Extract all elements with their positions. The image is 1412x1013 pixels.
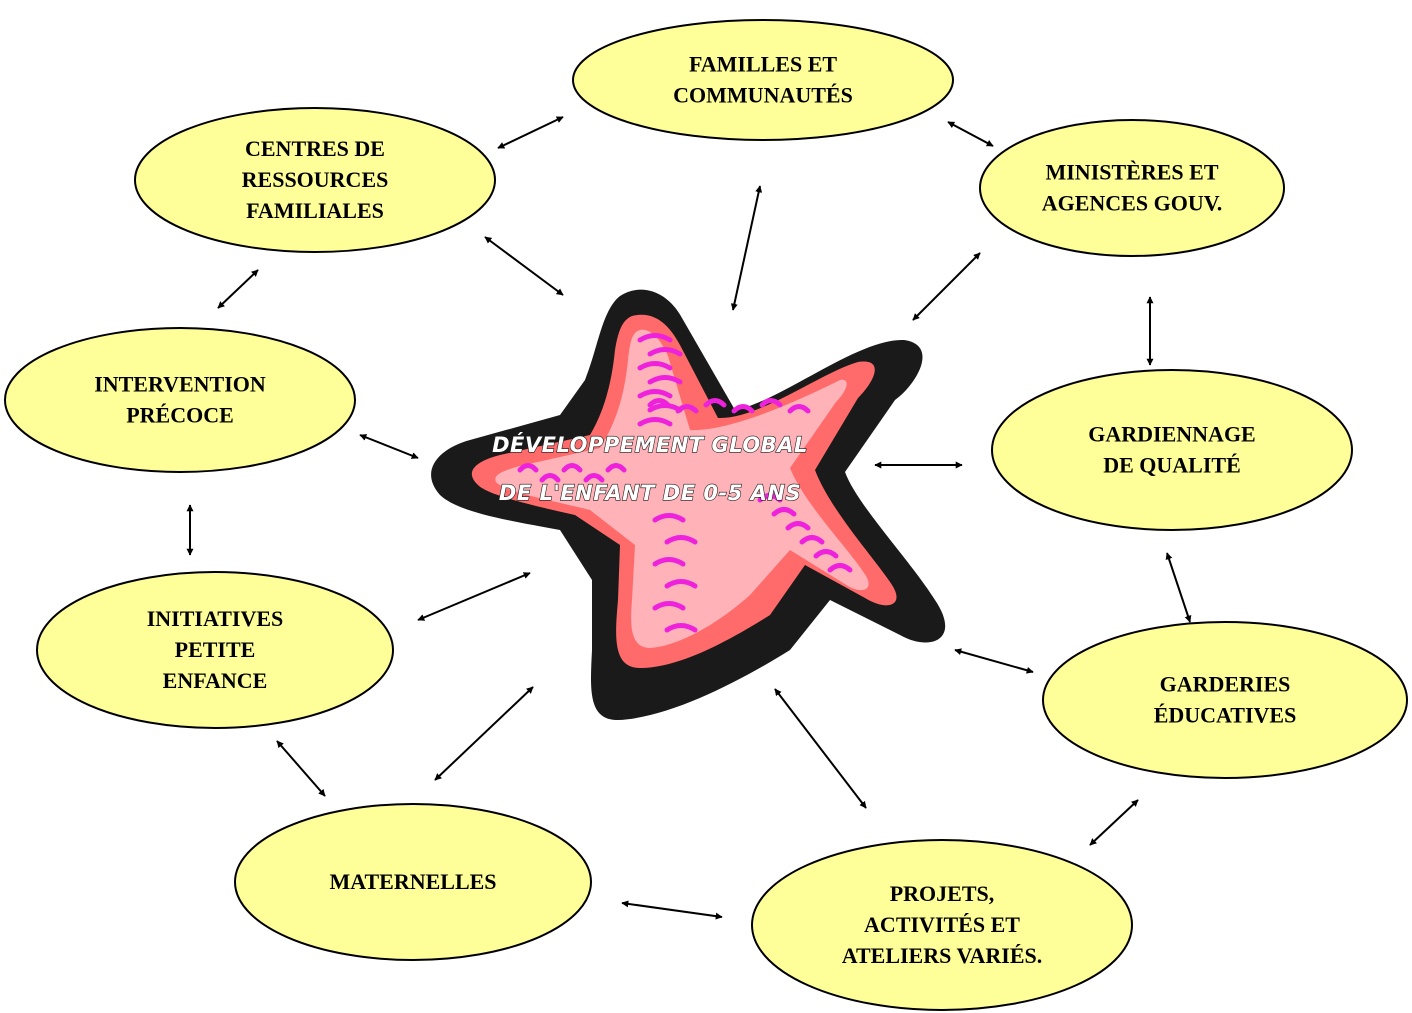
node-label-familles-1: FAMILLES ET [689,52,837,77]
node-label-garderies-2: ÉDUCATIVES [1154,703,1297,728]
node-label-intervention-2: PRÉCOCE [126,403,234,428]
node-label-maternelles-1: MATERNELLES [329,869,496,894]
starfish-mark-24 [652,601,686,611]
starfish-mark-4 [647,375,683,385]
node-ellipse-ministeres [979,119,1285,257]
starfish-mark-21 [664,535,698,545]
node-label-ministeres-1: MINISTÈRES ET [1045,160,1218,185]
starfish-icon [431,289,946,720]
center-title-line-2: DE L'ENFANT DE 0-5 ANS [499,481,801,505]
starfish-mark-27 [539,473,561,483]
node-label-projets-2: ACTIVITÉS ET [864,912,1020,937]
bidirectional-arrow-17 [1089,799,1139,846]
bidirectional-arrow-8 [359,434,419,459]
starfish-mark-1 [637,333,673,343]
node-label-ministeres-2: AGENCES GOUV. [1042,191,1223,216]
node-centres: CENTRES DE RESSOURCES FAMILIALES [134,107,496,253]
starfish-mark-13 [787,404,811,414]
center-title-line-1: DÉVELOPPEMENT GLOBAL [492,432,808,457]
starfish-mark-2 [647,347,683,357]
starfish-mark-30 [605,463,627,473]
bidirectional-arrow-13 [1165,552,1192,623]
node-ellipse-intervention [4,327,356,473]
node-ellipse-centres [134,107,496,253]
node-ellipses: FAMILLES ET COMMUNAUTÉS CENTRES DE RESSOURC… [4,19,1408,1011]
node-ellipse-familles [572,19,954,141]
node-projets: PROJETS, ACTIVITÉS ET ATELIERS VARIÉS. [751,839,1133,1011]
node-label-gardiennage-2: DE QUALITÉ [1103,453,1241,478]
node-label-centres-2: RESSOURCES [242,167,389,192]
starfish-mark-8 [647,398,671,408]
node-label-initiatives-1: INITIATIVES [147,606,284,631]
node-label-projets-3: ATELIERS VARIÉS. [842,943,1043,968]
node-initiatives: INITIATIVES PETITE ENFANCE [36,571,394,729]
node-garderies: GARDERIES ÉDUCATIVES [1042,621,1408,779]
starfish-mark-9 [675,404,699,414]
starfish-mark-16 [785,521,811,531]
starfish-mark-20 [652,513,686,523]
starfish-inner [495,329,869,648]
starfish-mark-29 [583,473,605,483]
node-ellipse-projets [751,839,1133,1011]
starfish-mark-19 [827,563,853,573]
starfish-mark-18 [813,549,839,559]
starfish-mark-26 [517,463,539,473]
bidirectional-arrow-16 [774,688,867,809]
node-ellipse-garderies [1042,621,1408,779]
bidirectional-arrow-6 [217,269,259,309]
connector-arrows [186,116,1192,920]
starfish-mark-15 [771,507,797,517]
starfish-mark-22 [652,557,686,567]
node-label-projets-1: PROJETS, [890,881,995,906]
bidirectional-arrow-1 [497,116,564,149]
starfish-markings [517,333,853,633]
starfish-mark-5 [637,389,673,399]
node-label-initiatives-2: PETITE [175,637,256,662]
node-ministeres: MINISTÈRES ET AGENCES GOUV. [979,119,1285,257]
starfish-mark-17 [799,535,825,545]
node-label-centres-3: FAMILIALES [246,198,384,223]
node-familles: FAMILLES ET COMMUNAUTÉS [572,19,954,141]
center-title: DÉVELOPPEMENT GLOBAL DE L'ENFANT DE 0-5 A… [491,431,808,505]
starfish-mark-14 [757,493,783,503]
node-label-gardiennage-1: GARDIENNAGE [1088,422,1255,447]
node-label-intervention-1: INTERVENTION [94,372,266,397]
node-ellipse-gardiennage [991,369,1353,531]
starfish-mark-28 [561,463,583,473]
node-label-initiatives-3: ENFANCE [163,668,268,693]
starfish-mark-23 [664,579,698,589]
node-label-garderies-1: GARDERIES [1160,672,1291,697]
starfish-mark-25 [664,623,698,633]
bidirectional-arrow-18 [621,900,723,920]
node-label-familles-2: COMMUNAUTÉS [673,83,853,108]
starfish-mark-10 [703,398,727,408]
node-ellipse-initiatives [36,571,394,729]
bidirectional-arrow-11 [417,572,531,621]
bidirectional-arrow-2 [947,121,994,147]
starfish-mark-12 [759,398,783,408]
starfish-mark-3 [637,361,673,371]
node-ellipse-maternelles [234,803,592,961]
node-gardiennage: GARDIENNAGE DE QUALITÉ [991,369,1353,531]
bidirectional-arrow-4 [730,185,763,311]
bidirectional-arrow-12 [954,648,1034,674]
bidirectional-arrow-15 [276,740,326,797]
starfish-mark-7 [637,417,673,427]
bidirectional-arrow-14 [434,686,534,781]
bidirectional-arrow-5 [912,252,981,321]
node-label-centres-1: CENTRES DE [245,136,385,161]
node-maternelles: MATERNELLES [234,803,592,961]
bidirectional-arrow-3 [484,236,564,296]
starfish-mark-11 [731,404,755,414]
node-intervention: INTERVENTION PRÉCOCE [4,327,356,473]
